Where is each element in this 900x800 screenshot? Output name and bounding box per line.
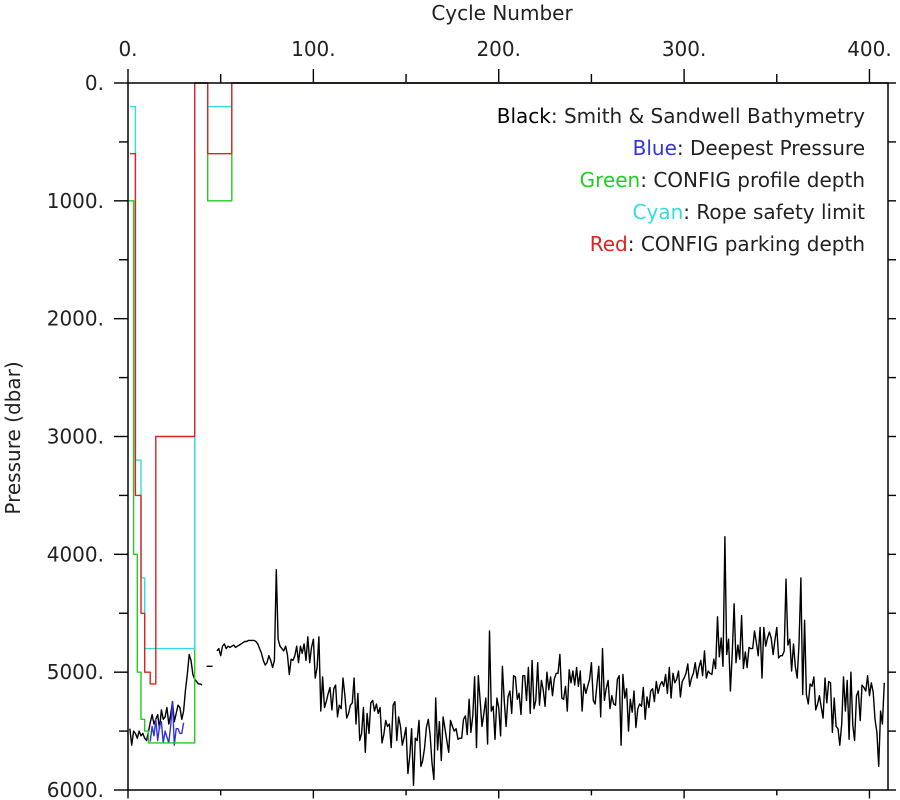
x-tick-label: 300.: [662, 37, 707, 61]
legend-description: : Deepest Pressure: [677, 136, 865, 160]
series-bathymetry-line: [129, 653, 203, 746]
x-tick-label: 200.: [476, 37, 521, 61]
y-axis-title: Pressure (dbar): [1, 361, 25, 514]
legend: Black: Smith & Sandwell BathymetryBlue: …: [497, 104, 865, 256]
legend-color-word: Blue: [633, 136, 677, 160]
y-tick-label: 2000.: [47, 307, 104, 331]
axis-ticks: [114, 69, 896, 799]
series-bathymetry-line: [216, 536, 885, 786]
series-profile-depth-line: [128, 82, 888, 744]
y-tick-label: 1000.: [47, 189, 104, 213]
legend-entry: Green: CONFIG profile depth: [580, 168, 865, 192]
y-tick-label: 5000.: [47, 660, 104, 684]
x-tick-label: 0.: [118, 37, 137, 61]
legend-color-word: Cyan: [633, 200, 684, 224]
legend-color-word: Green: [580, 168, 641, 192]
y-tick-label: 0.: [85, 71, 104, 95]
legend-description: : Smith & Sandwell Bathymetry: [551, 104, 865, 128]
legend-description: : Rope safety limit: [683, 200, 865, 224]
legend-entry: Blue: Deepest Pressure: [633, 136, 865, 160]
series-layer: [128, 82, 888, 786]
y-tick-label: 4000.: [47, 542, 104, 566]
plot-frame: [127, 82, 889, 791]
legend-entry: Black: Smith & Sandwell Bathymetry: [497, 104, 865, 128]
x-tick-label: 400.: [847, 37, 892, 61]
series-parking-depth-line: [129, 82, 888, 685]
series-rope-safety-line: [129, 82, 888, 650]
legend-entry: Red: CONFIG parking depth: [590, 232, 865, 256]
legend-description: : CONFIG profile depth: [640, 168, 865, 192]
legend-description: : CONFIG parking depth: [628, 232, 865, 256]
y-tick-label: 3000.: [47, 425, 104, 449]
legend-color-word: Black: [497, 104, 552, 128]
x-axis-title: Cycle Number: [431, 1, 573, 25]
legend-color-word: Red: [590, 232, 628, 256]
tick-labels: 0. 100. 200. 300. 400. 0. 1000. 2000. 3000. 4000.…: [47, 37, 892, 800]
series-deepest-pressure-line: [149, 700, 185, 746]
legend-entry: Cyan: Rope safety limit: [633, 200, 866, 224]
y-tick-label: 6000.: [47, 778, 104, 800]
x-tick-label: 100.: [291, 37, 336, 61]
